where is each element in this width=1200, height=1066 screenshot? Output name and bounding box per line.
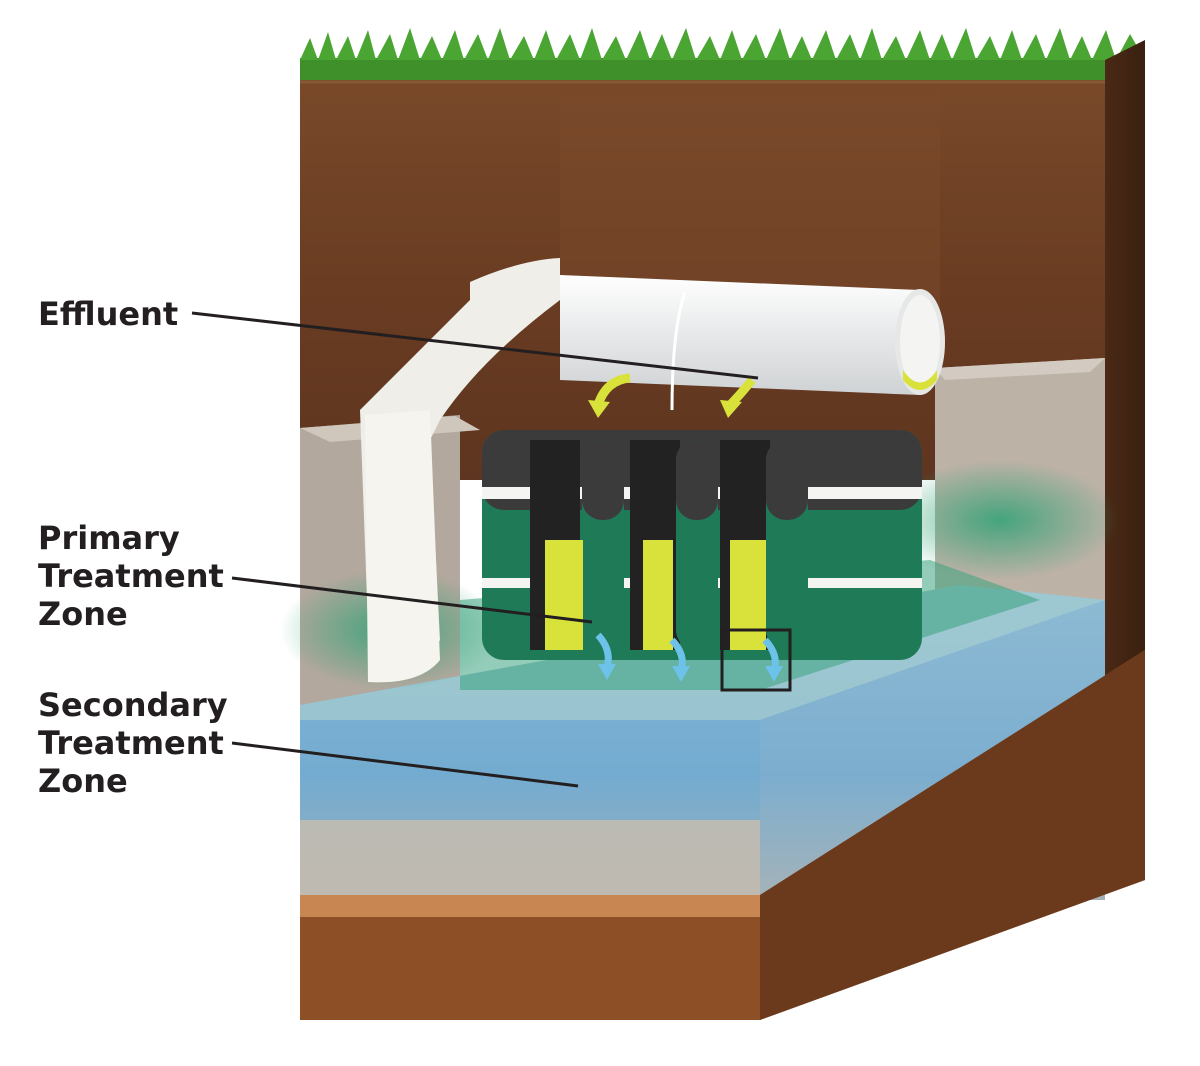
- label-secondary-line-2: Treatment: [38, 724, 224, 762]
- label-secondary-line-1: Secondary: [38, 686, 228, 724]
- label-effluent: Effluent: [38, 295, 178, 333]
- effluent-leader-line: [191, 311, 759, 380]
- secondary-zone-leader-line: [231, 741, 579, 788]
- detail-highlight-box: [720, 628, 792, 692]
- label-secondary-treatment-zone: Secondary Treatment Zone: [38, 686, 228, 800]
- primary-zone-leader-line: [231, 576, 593, 624]
- geotextile-fabric: [360, 258, 560, 683]
- label-secondary-line-3: Zone: [38, 762, 128, 800]
- label-primary-line-1: Primary: [38, 519, 180, 557]
- treatment-modules: [482, 430, 922, 660]
- effluent-flow-arrows: [588, 373, 756, 418]
- grass-layer: [300, 28, 1145, 84]
- label-primary-treatment-zone: Primary Treatment Zone: [38, 519, 224, 633]
- label-primary-line-3: Zone: [38, 595, 128, 633]
- topsoil-side-face: [1105, 40, 1145, 700]
- clay-subsoil-layer: [300, 650, 1145, 1020]
- label-primary-line-2: Treatment: [38, 557, 224, 595]
- label-effluent-line-1: Effluent: [38, 295, 179, 333]
- downward-flow-arrows: [595, 632, 783, 682]
- sand-layer: [300, 820, 760, 900]
